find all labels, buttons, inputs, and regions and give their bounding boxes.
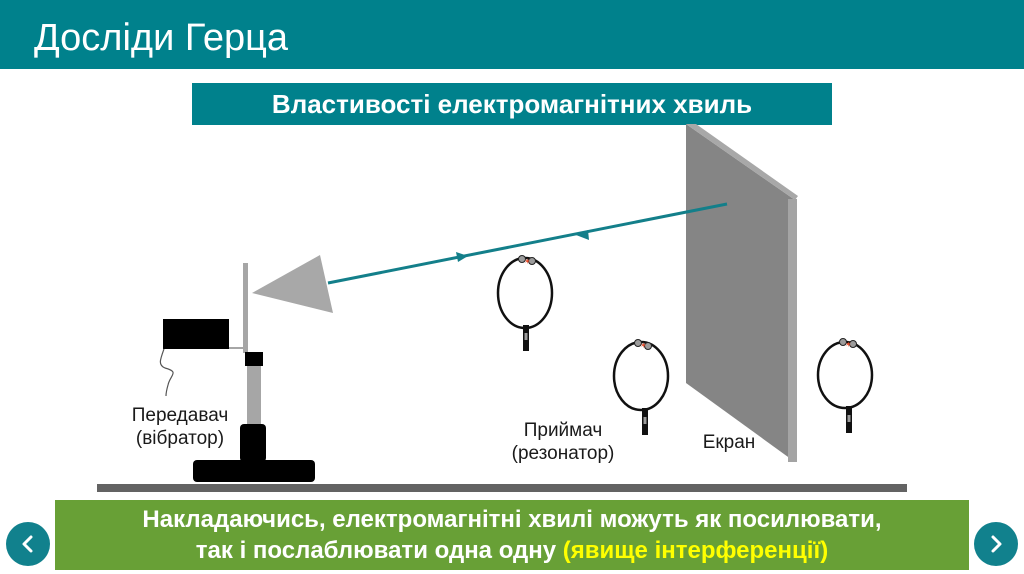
table-surface [97, 484, 907, 492]
receiver-label: Приймач (резонатор) [496, 419, 630, 465]
transmitter-label-line1: Передавач [131, 405, 229, 426]
chevron-right-icon [991, 535, 1002, 553]
receiver-ring-icon: ✶ [816, 338, 874, 433]
svg-text:✶: ✶ [845, 340, 852, 349]
transmitter-icon [159, 255, 333, 482]
transmitter-label-line2: (вібратор) [135, 428, 225, 449]
caption-line1: Накладаючись, електромагнітні хвилі можу… [142, 506, 882, 533]
caption-line2-text: так і послаблювати одна одну [195, 537, 563, 564]
title-bar: Досліди Герца [0, 0, 1024, 69]
svg-text:✶: ✶ [524, 257, 531, 266]
subtitle-banner: Властивості електромагнітних хвиль [192, 83, 832, 125]
svg-text:✶: ✶ [640, 341, 647, 350]
previous-slide-button[interactable] [6, 522, 50, 566]
receiver-ring-icon: ✶ [496, 255, 554, 351]
wave-path-icon [327, 202, 728, 285]
receiver-ring-icon: ✶ [612, 339, 670, 435]
screen-label: Екран [702, 432, 756, 453]
slide-title: Досліди Герца [34, 17, 289, 59]
receiver-label-line1: Приймач [523, 420, 603, 441]
transmitter-label: Передавач (вібратор) [118, 404, 242, 450]
next-slide-button[interactable] [974, 522, 1018, 566]
screen-icon [686, 124, 798, 462]
caption-highlight: (явище інтерференції) [562, 537, 829, 564]
receiver-label-line2: (резонатор) [511, 443, 615, 464]
interference-caption: Накладаючись, електромагнітні хвилі можу… [55, 500, 969, 570]
caption-line2: так і послаблювати одна одну (явище інте… [55, 535, 969, 566]
chevron-left-icon [22, 535, 33, 553]
